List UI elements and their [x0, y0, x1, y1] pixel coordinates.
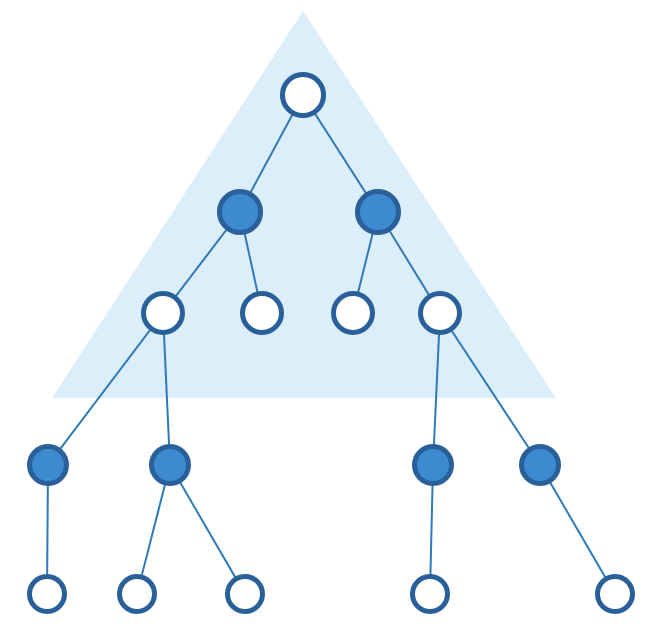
- edge-layer: [46, 111, 607, 580]
- tree-node-filled[interactable]: [412, 444, 454, 486]
- node-circle[interactable]: [595, 574, 635, 614]
- tree-node-hollow[interactable]: [27, 574, 67, 614]
- node-circle[interactable]: [355, 189, 401, 235]
- tree-edge: [548, 480, 607, 580]
- node-circle[interactable]: [141, 291, 185, 335]
- node-circle[interactable]: [27, 574, 67, 614]
- tree-node-hollow[interactable]: [595, 574, 635, 614]
- node-circle[interactable]: [410, 574, 450, 614]
- tree-node-hollow[interactable]: [225, 574, 265, 614]
- tree-node-hollow[interactable]: [117, 574, 157, 614]
- tree-edge: [140, 482, 167, 578]
- node-circle[interactable]: [519, 444, 561, 486]
- tree-edge: [449, 328, 531, 451]
- node-layer: [27, 72, 635, 614]
- tree-edge: [174, 227, 229, 299]
- tree-node-filled[interactable]: [149, 444, 191, 486]
- tree-edge: [178, 480, 237, 580]
- tree-node-hollow[interactable]: [280, 72, 326, 118]
- tree-node-hollow[interactable]: [410, 574, 450, 614]
- tree-edge: [387, 228, 431, 297]
- tree-edge: [46, 482, 49, 578]
- node-circle[interactable]: [412, 444, 454, 486]
- highlight-triangle: [52, 11, 556, 398]
- tree-node-hollow[interactable]: [418, 291, 462, 335]
- node-circle[interactable]: [331, 291, 375, 335]
- tree-node-filled[interactable]: [217, 189, 263, 235]
- tree-edge: [432, 331, 441, 448]
- tree-edge: [243, 231, 259, 295]
- tree-node-filled[interactable]: [355, 189, 401, 235]
- tree-node-filled[interactable]: [27, 444, 69, 486]
- tree-node-hollow[interactable]: [331, 291, 375, 335]
- node-circle[interactable]: [27, 444, 69, 486]
- tree-edge: [58, 327, 152, 451]
- tree-node-hollow[interactable]: [141, 291, 185, 335]
- tree-edge: [248, 112, 295, 195]
- tree-node-hollow[interactable]: [240, 291, 284, 335]
- node-circle[interactable]: [240, 291, 284, 335]
- node-circle[interactable]: [117, 574, 157, 614]
- node-circle[interactable]: [149, 444, 191, 486]
- highlight-region-layer: [52, 11, 556, 398]
- tree-edge: [313, 111, 368, 196]
- node-circle[interactable]: [280, 72, 326, 118]
- tree-edge: [429, 482, 434, 578]
- node-circle[interactable]: [217, 189, 263, 235]
- node-circle[interactable]: [418, 291, 462, 335]
- tree-edge: [162, 331, 171, 448]
- tree-edge: [356, 231, 374, 295]
- node-circle[interactable]: [225, 574, 265, 614]
- tree-node-filled[interactable]: [519, 444, 561, 486]
